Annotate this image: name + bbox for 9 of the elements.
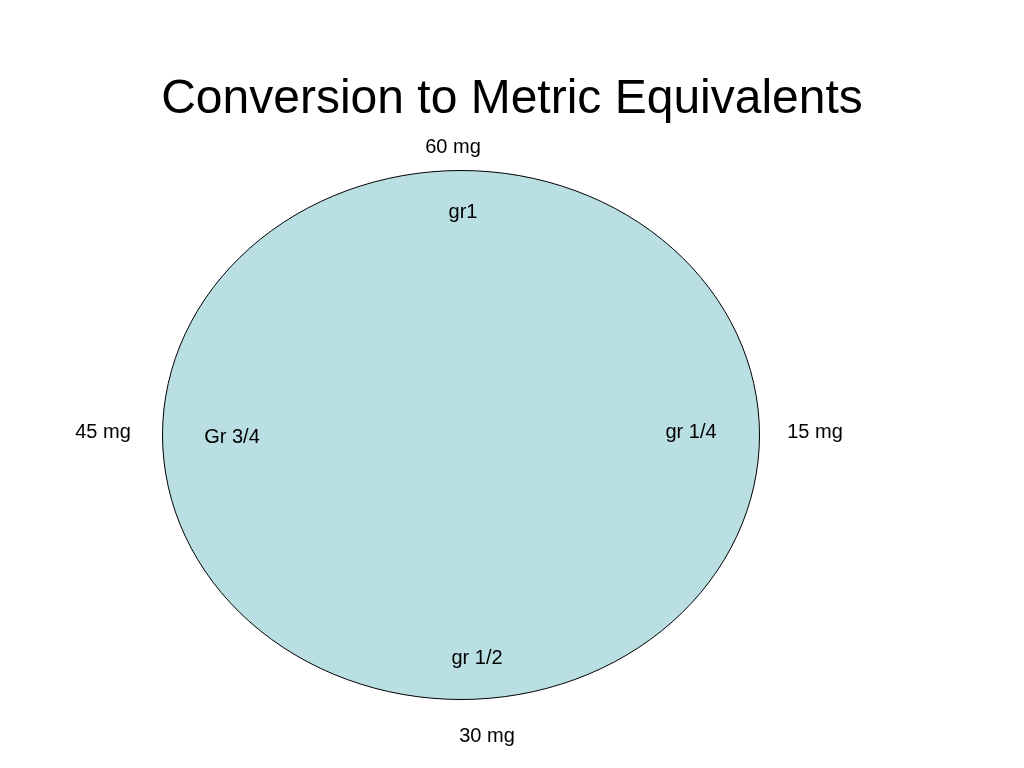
title: Conversion to Metric Equivalents: [160, 69, 864, 125]
milligram-label: 45 mg: [75, 420, 131, 442]
grain-label: gr1: [448, 200, 478, 222]
grain-label: gr 1/4: [665, 420, 717, 442]
grain-label: gr 1/2: [451, 646, 503, 668]
grain-label: Gr 3/4: [204, 425, 260, 447]
milligram-label: 60 mg: [425, 135, 481, 157]
milligram-label: 15 mg: [787, 420, 843, 442]
milligram-label: 30 mg: [459, 724, 515, 746]
